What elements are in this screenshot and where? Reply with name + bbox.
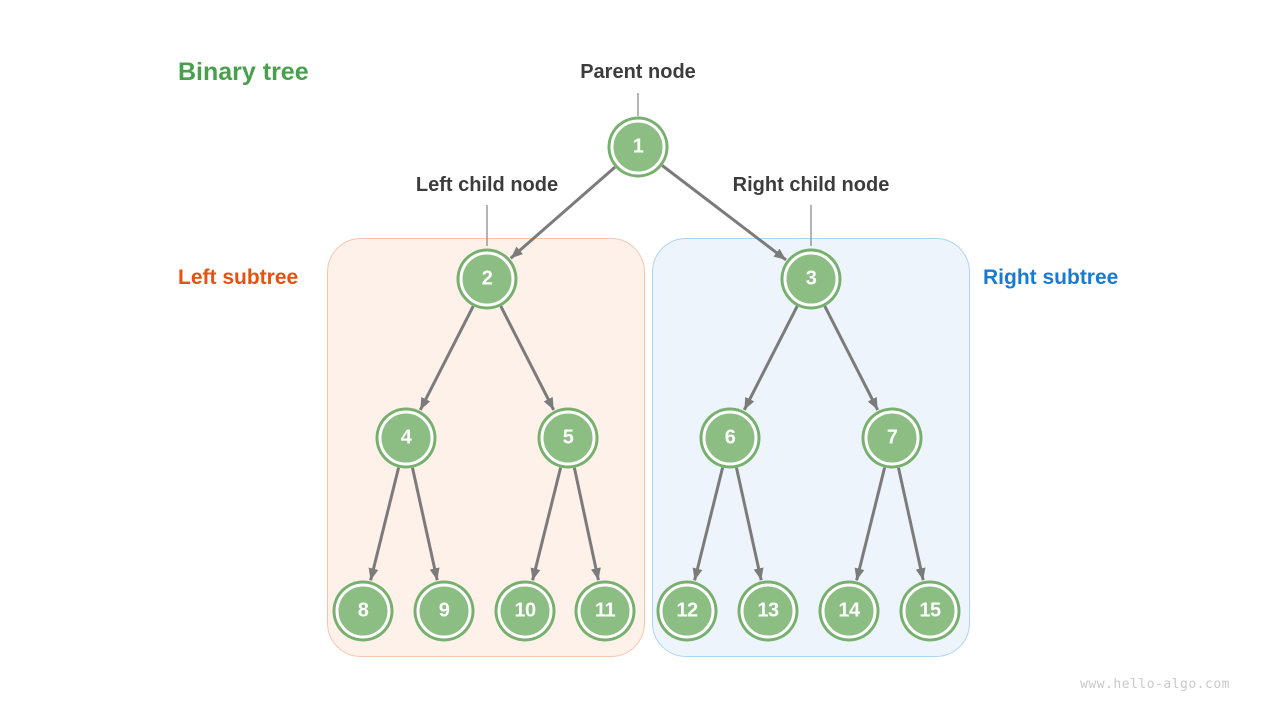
tree-edge-7-15 [897, 467, 926, 581]
tree-edge-1-2 [509, 165, 616, 260]
tree-node-value: 10 [514, 599, 536, 622]
tree-node-1: 1 [610, 119, 666, 175]
tree-edge-2-5 [499, 305, 556, 411]
left-child-node-label: Left child node [415, 174, 559, 196]
tree-node-value: 6 [724, 426, 736, 449]
tree-node-value: 13 [757, 599, 779, 622]
tree-node-8: 8 [335, 583, 391, 639]
tree-node-value: 2 [481, 267, 493, 290]
tree-node-14: 14 [821, 583, 877, 639]
watermark: www.hello-algo.com [1080, 677, 1230, 692]
parent-node-label: Parent node [580, 61, 696, 83]
tree-node-6: 6 [702, 410, 758, 466]
right-child-node-label: Right child node [732, 174, 890, 196]
tree-node-value: 14 [838, 599, 860, 622]
tree-node-7: 7 [864, 410, 920, 466]
tree-node-value: 7 [886, 426, 898, 449]
tree-node-value: 3 [805, 267, 817, 290]
tree-edge-4-9 [411, 467, 440, 581]
tree-edge-1-3 [661, 164, 787, 262]
tree-node-5: 5 [540, 410, 596, 466]
tree-edge-4-8 [368, 467, 401, 581]
tree-edge-6-13 [735, 467, 764, 581]
tree-node-4: 4 [378, 410, 434, 466]
tree-node-9: 9 [416, 583, 472, 639]
label-connector-lines [486, 93, 812, 246]
left-subtree-label: Left subtree [178, 266, 299, 289]
tree-edge-2-4 [418, 305, 475, 411]
tree-edge-5-10 [530, 467, 563, 581]
tree-edge-5-11 [572, 467, 601, 581]
tree-node-value: 15 [919, 599, 941, 622]
tree-node-value: 11 [594, 599, 616, 622]
tree-node-value: 4 [400, 426, 412, 449]
tree-edge-arrows [368, 164, 926, 581]
tree-edge-7-14 [854, 467, 887, 581]
tree-node-value: 9 [438, 599, 450, 622]
tree-node-12: 12 [659, 583, 715, 639]
tree-node-3: 3 [783, 251, 839, 307]
tree-node-value: 8 [357, 599, 369, 622]
tree-node-value: 12 [676, 599, 698, 622]
diagram-title: Binary tree [178, 58, 309, 86]
tree-node-value: 5 [562, 426, 574, 449]
tree-edge-3-7 [823, 305, 880, 411]
right-subtree-label: Right subtree [983, 266, 1119, 289]
tree-edge-3-6 [742, 305, 799, 411]
tree-node-10: 10 [497, 583, 553, 639]
tree-node-11: 11 [577, 583, 633, 639]
tree-node-2: 2 [459, 251, 515, 307]
tree-node-13: 13 [740, 583, 796, 639]
tree-edge-6-12 [692, 467, 725, 581]
tree-node-15: 15 [902, 583, 958, 639]
tree-node-value: 1 [632, 135, 644, 158]
